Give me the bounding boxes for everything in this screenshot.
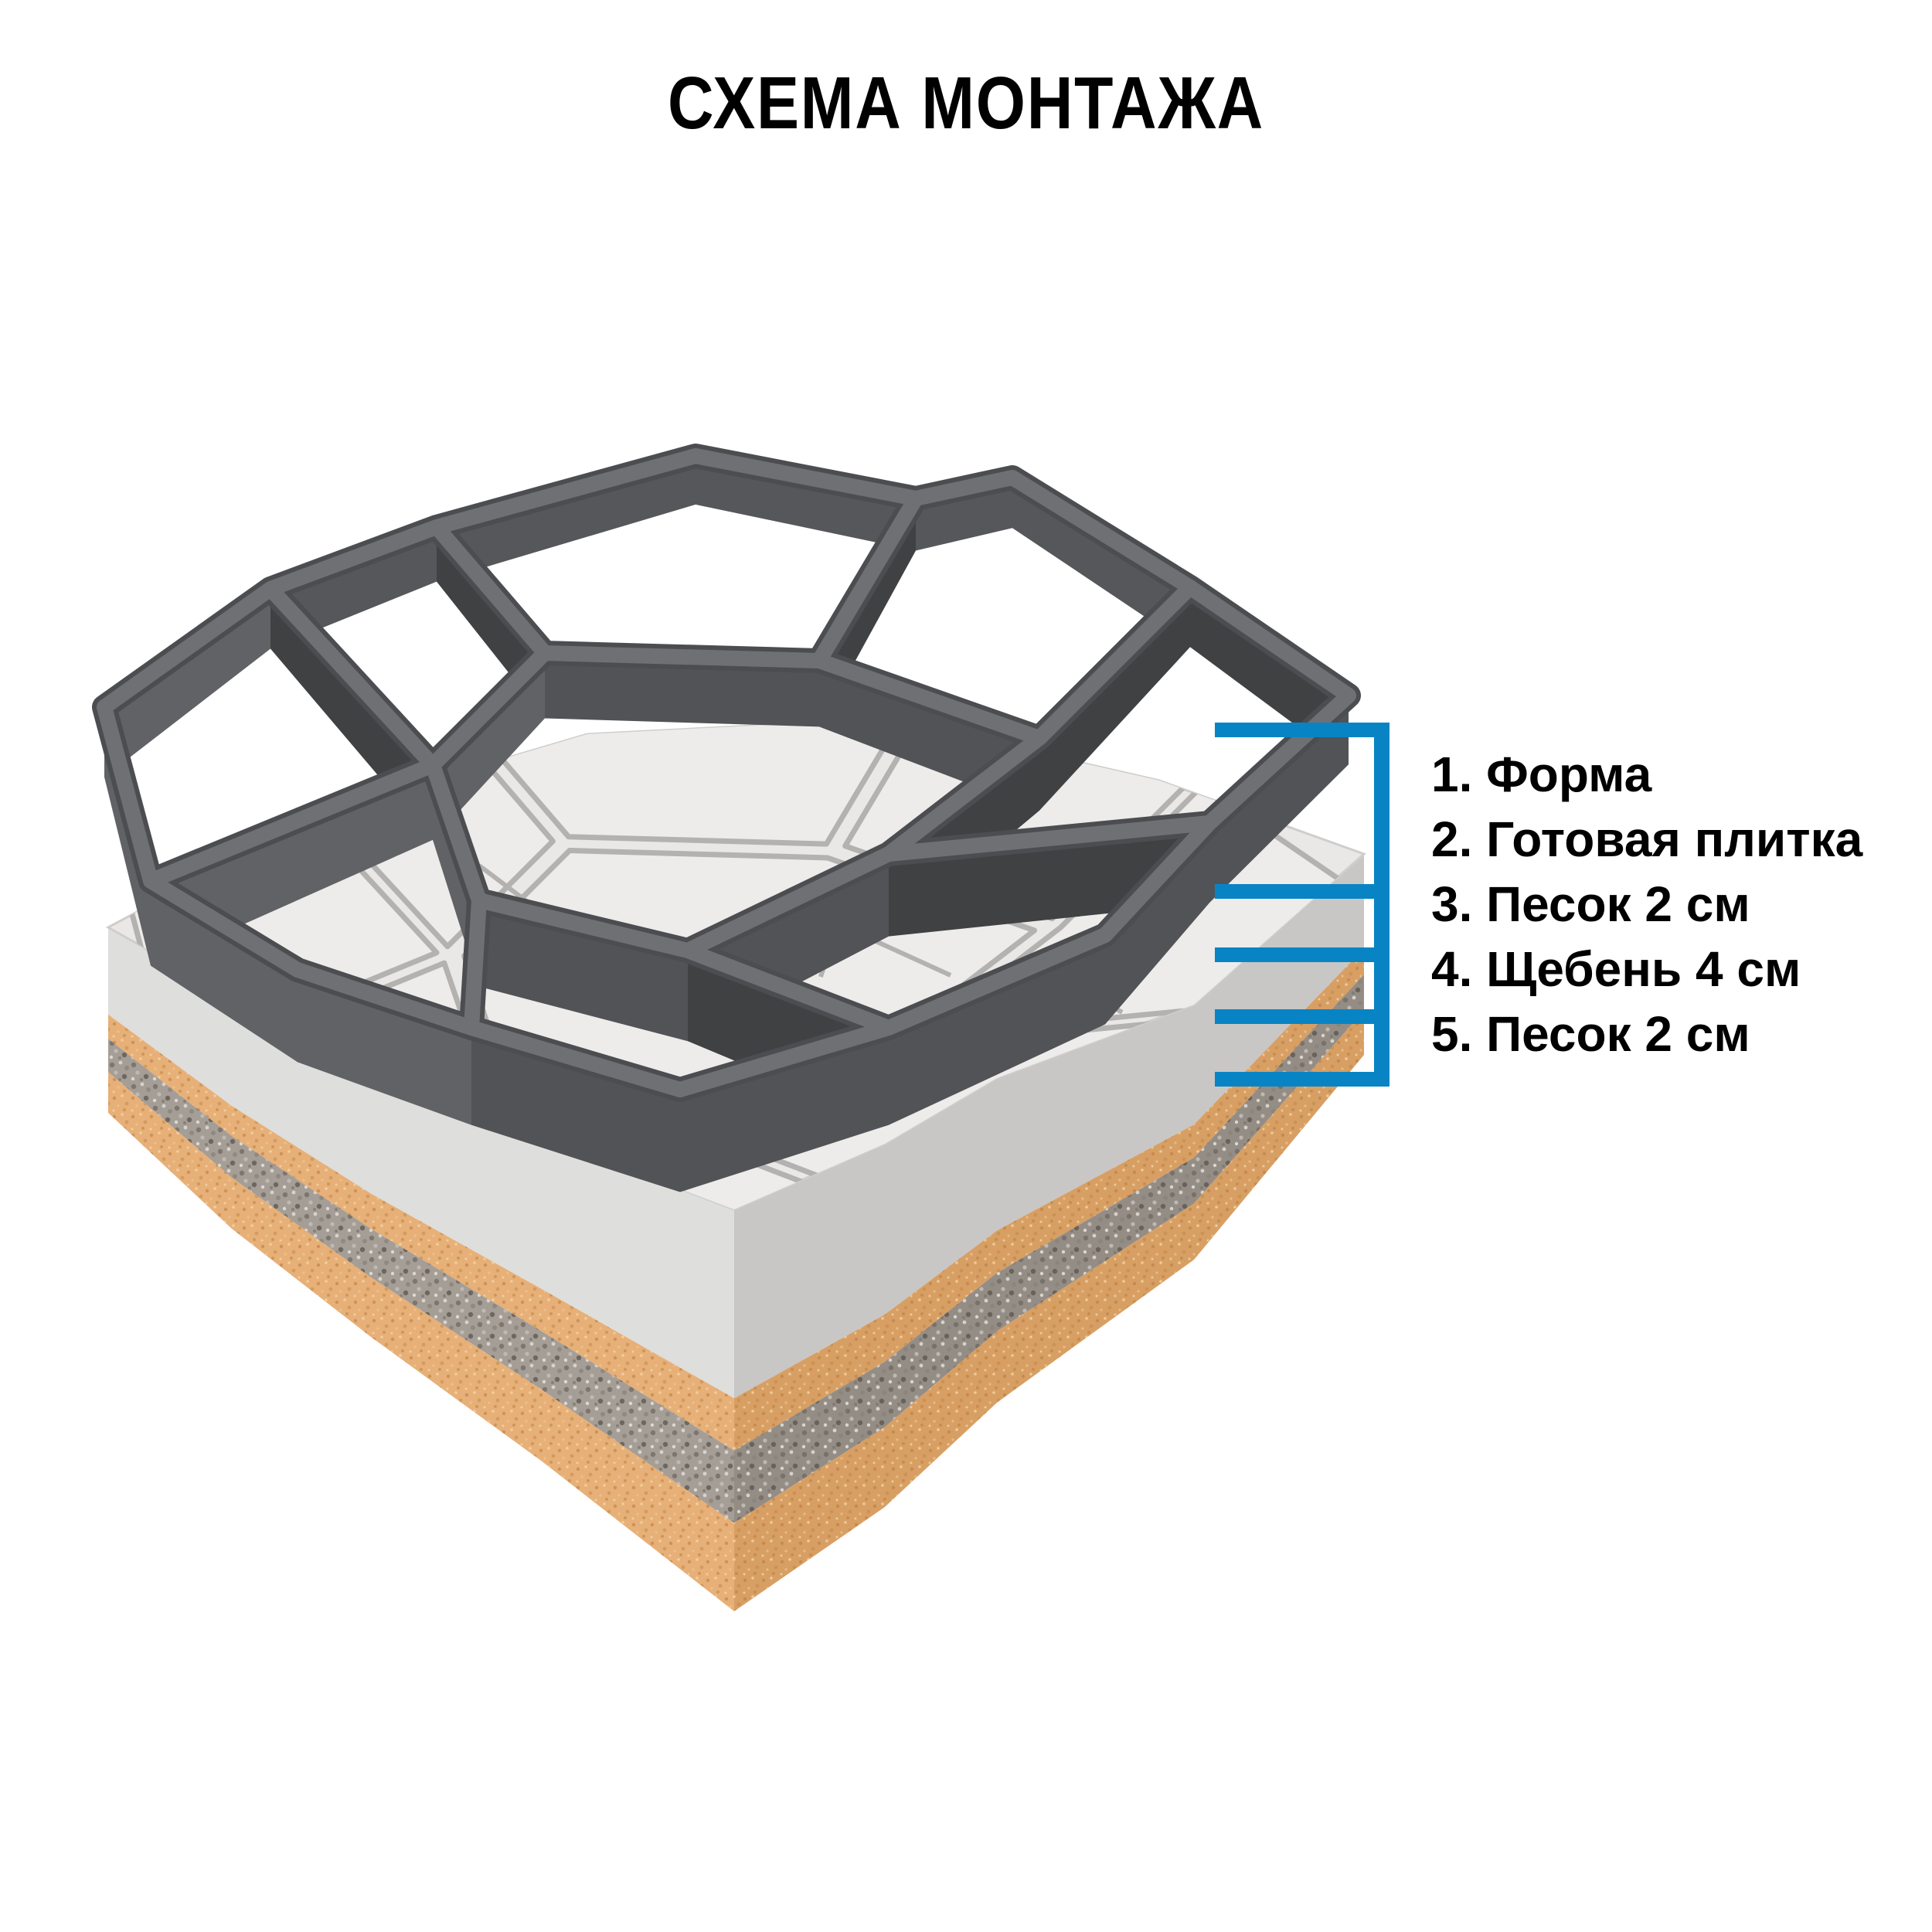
- bracket-tick: [1215, 884, 1374, 899]
- legend-item: 1. Форма: [1431, 747, 1652, 802]
- page-title: СХЕМА МОНТАЖА: [667, 62, 1265, 145]
- bracket-tick: [1215, 947, 1374, 962]
- legend-bracket: [1215, 723, 1389, 1087]
- bracket-bar: [1374, 723, 1389, 1087]
- legend-item: 2. Готовая плитка: [1431, 811, 1863, 867]
- bracket-tick: [1215, 723, 1374, 737]
- legend-item: 4. Щебень 4 см: [1431, 941, 1801, 997]
- paving-mold: [92, 444, 1361, 1192]
- legend-item: 3. Песок 2 см: [1431, 876, 1750, 932]
- legend-list: 1. Форма 2. Готовая плитка 3. Песок 2 см 4.…: [1431, 742, 1862, 1066]
- bracket-tick: [1215, 1009, 1374, 1024]
- legend-item: 5. Песок 2 см: [1431, 1006, 1750, 1062]
- bracket-tick: [1215, 1072, 1374, 1087]
- stack-side-faces: [108, 854, 1364, 1611]
